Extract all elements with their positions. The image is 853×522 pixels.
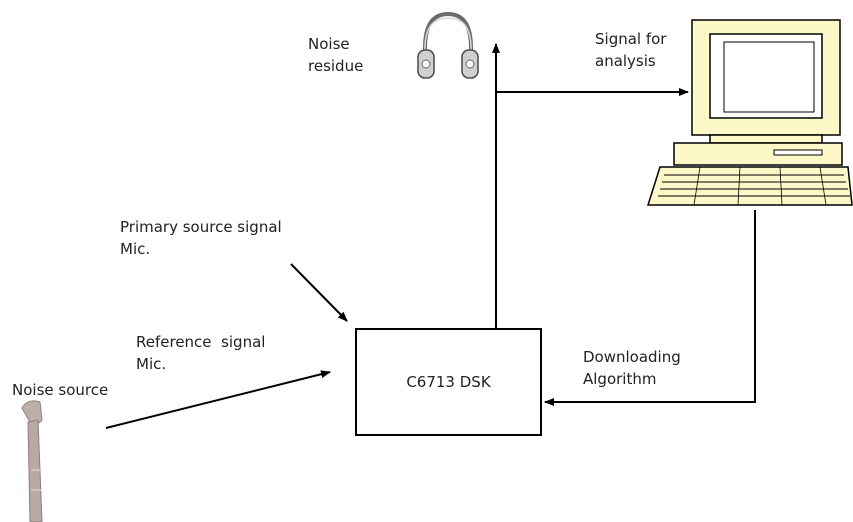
primary-source-signal-label: Primary source signal Mic. — [120, 216, 282, 260]
noise-residue-label: Noise residue — [308, 33, 363, 77]
noise-residue-line-1: Noise — [308, 35, 350, 53]
signal-analysis-line-1: Signal for — [595, 30, 667, 48]
signal-for-analysis-label: Signal for analysis — [595, 28, 666, 72]
downloading-line-1: Downloading — [583, 348, 681, 366]
downloading-algorithm-label: Downloading Algorithm — [583, 346, 681, 390]
primary-line-2: Mic. — [120, 240, 151, 258]
reference-line-2: Mic. — [136, 355, 167, 373]
noise-source-label: Noise source — [12, 381, 109, 399]
downloading-line-2: Algorithm — [583, 370, 657, 388]
dsk-label: C6713 DSK — [406, 373, 491, 391]
primary-signal-arrow — [290, 263, 348, 322]
c6713-dsk-block: C6713 DSK — [355, 328, 542, 436]
dental-handpiece-icon — [21, 400, 43, 522]
signal-analysis-line-2: analysis — [595, 52, 656, 70]
primary-line-1: Primary source signal — [120, 218, 282, 236]
reference-line-1: Reference signal — [136, 333, 266, 351]
reference-signal-arrow — [105, 370, 331, 429]
downloading-algorithm-line — [544, 210, 756, 406]
reference-signal-label: Reference signal Mic. — [136, 331, 265, 375]
computer-icon — [646, 19, 853, 206]
noise-residue-line-2: residue — [308, 57, 364, 75]
headphones-icon — [417, 11, 479, 79]
